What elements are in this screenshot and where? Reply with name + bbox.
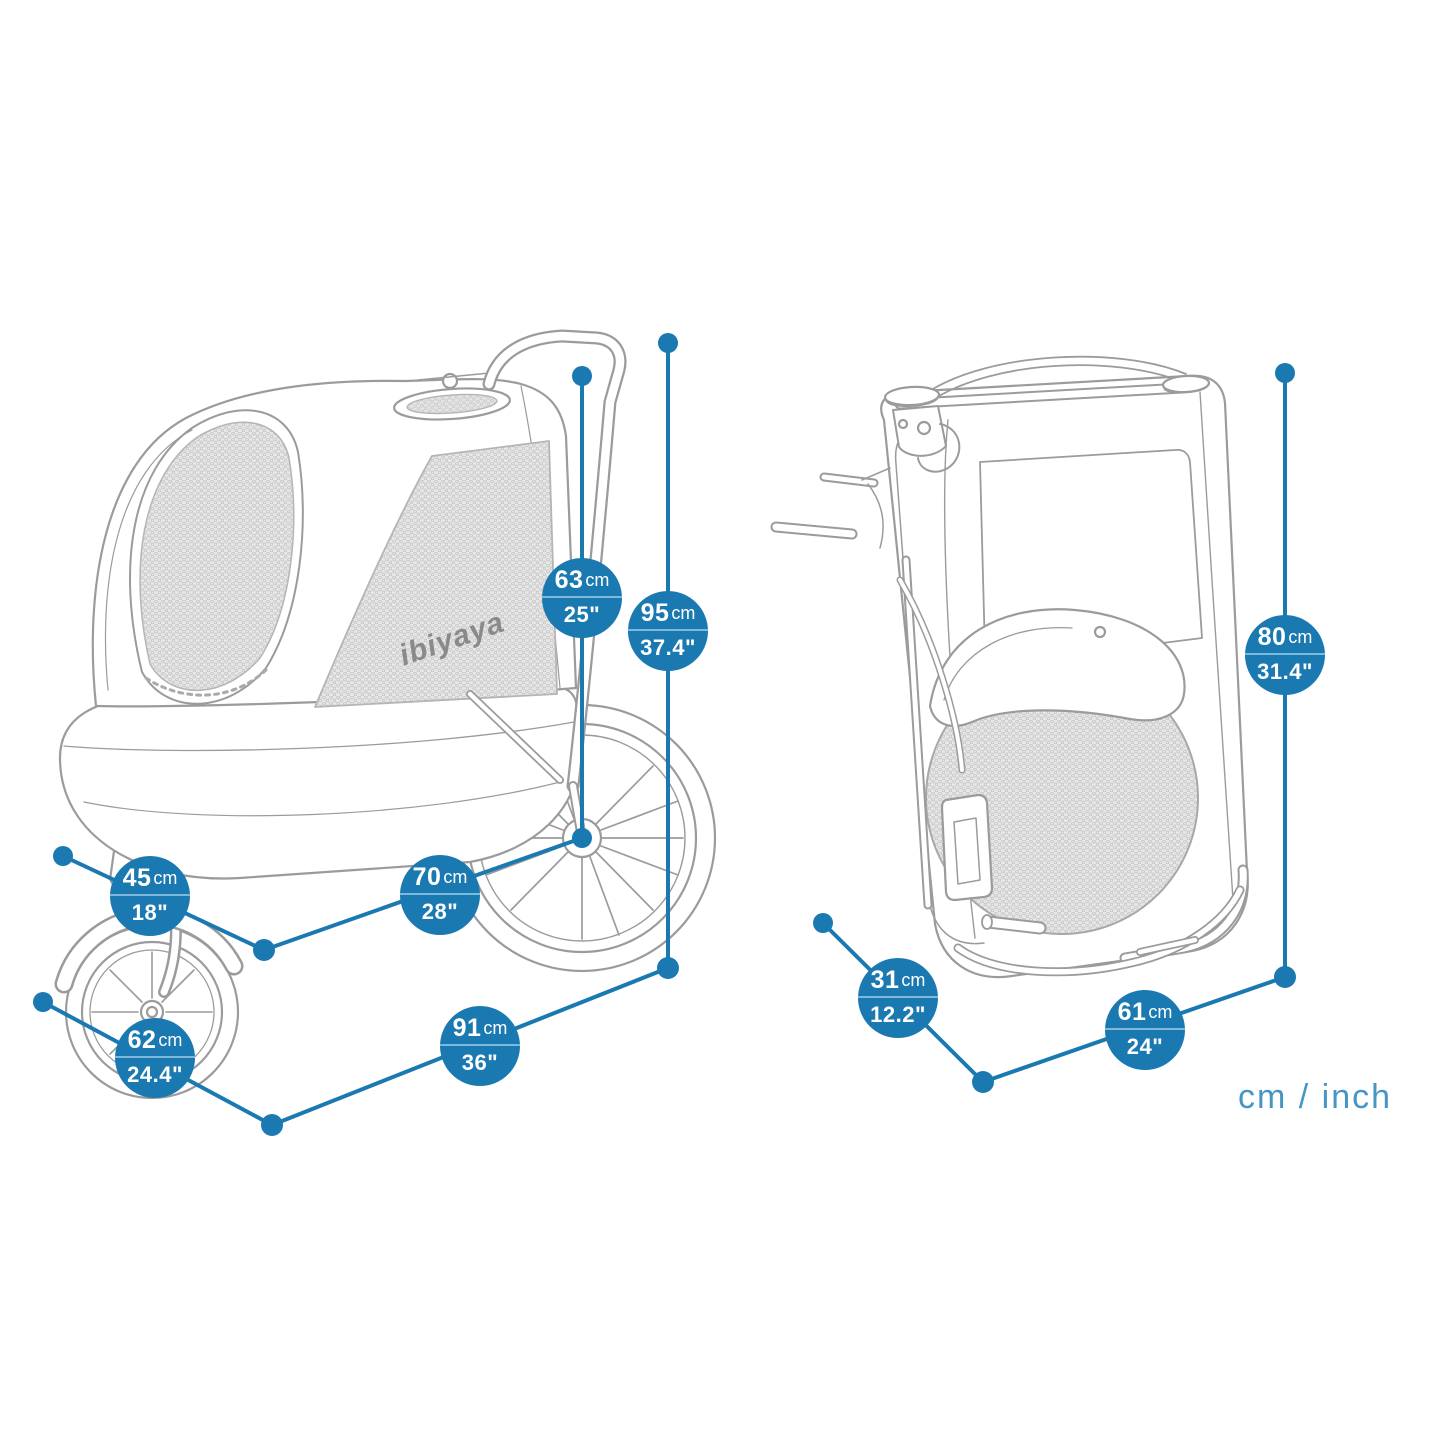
dim-unit-cm: cm — [483, 1017, 508, 1038]
dim-unit-cm: cm — [158, 1029, 183, 1050]
folded-struts — [896, 555, 966, 910]
callout-cm-row: 45 cm — [110, 863, 190, 893]
callout-cm-row: 80 cm — [1245, 622, 1325, 652]
folded-cup-holder — [940, 793, 994, 902]
dim-value-inch: 31.4" — [1257, 659, 1313, 684]
stroller-body — [58, 684, 581, 880]
dim-unit-cm: cm — [585, 569, 610, 590]
callout-wheelbase: 70 cm 28" — [400, 855, 480, 935]
side-mesh-panel — [314, 440, 558, 708]
callout-overall-height: 95 cm 37.4" — [628, 591, 708, 671]
callout-divider — [1105, 1028, 1185, 1030]
callout-handle-height: 63 cm 25" — [542, 558, 622, 638]
dim-value-inch: 36" — [461, 1050, 499, 1075]
callout-folded-width: 61 cm 24" — [1105, 990, 1185, 1070]
dim-value-inch: 24" — [1126, 1034, 1164, 1059]
dim-value-cm: 62 — [127, 1025, 157, 1054]
front-mesh-window — [129, 409, 304, 705]
callout-divider — [542, 596, 622, 598]
dim-unit-cm: cm — [901, 969, 926, 990]
dim-value-inch: 28" — [421, 899, 459, 924]
dim-value-cm: 31 — [870, 965, 900, 994]
dim-value-inch: 12.2" — [870, 1002, 926, 1027]
dim-value-cm: 61 — [1117, 997, 1147, 1026]
folded-handle-bar — [883, 355, 1211, 410]
handle-frame — [466, 329, 627, 843]
dim-value-cm: 63 — [554, 565, 584, 594]
callout-cm-row: 91 cm — [440, 1013, 520, 1043]
callout-divider — [400, 893, 480, 895]
dim-value-cm: 95 — [640, 598, 670, 627]
dim-value-inch: 37.4" — [640, 635, 696, 660]
callout-divider — [628, 629, 708, 631]
callout-divider — [1245, 653, 1325, 655]
dim-value-inch: 24.4" — [127, 1062, 183, 1087]
callout-folded-height: 80 cm 31.4" — [1245, 615, 1325, 695]
callout-divider — [115, 1056, 195, 1058]
callout-cm-row: 31 cm — [858, 965, 938, 995]
folded-bottom-frame — [953, 864, 1249, 977]
callout-cm-row: 63 cm — [542, 565, 622, 595]
dim-value-cm: 91 — [452, 1013, 482, 1042]
dim-unit-cm: cm — [671, 602, 696, 623]
dim-value-cm: 70 — [412, 862, 442, 891]
dim-value-cm: 45 — [122, 863, 152, 892]
callout-front-width: 45 cm 18" — [110, 856, 190, 936]
callout-divider — [858, 996, 938, 998]
callout-folded-depth: 31 cm 12.2" — [858, 958, 938, 1038]
stroller-open-sketch: ibiyaya — [54, 329, 717, 1100]
dim-value-inch: 18" — [131, 900, 169, 925]
callout-cm-row: 95 cm — [628, 598, 708, 628]
callout-cm-row: 70 cm — [400, 862, 480, 892]
callout-overall-length: 91 cm 36" — [440, 1006, 520, 1086]
callout-divider — [440, 1044, 520, 1046]
top-vent-mesh — [393, 371, 511, 421]
stroller-folded-sketch — [770, 355, 1249, 979]
dim-unit-cm: cm — [1148, 1001, 1173, 1022]
dim-unit-cm: cm — [1288, 626, 1313, 647]
folded-prongs — [770, 467, 891, 549]
dim-unit-cm: cm — [443, 866, 468, 887]
dim-value-cm: 80 — [1257, 622, 1287, 651]
units-legend: cm / inch — [1238, 1078, 1393, 1116]
dim-unit-cm: cm — [153, 867, 178, 888]
dim-value-inch: 25" — [563, 602, 601, 627]
callout-track-width: 62 cm 24.4" — [115, 1018, 195, 1098]
folded-seat-flap — [928, 608, 1186, 727]
dimension-endpoints — [33, 333, 1296, 1136]
callout-cm-row: 62 cm — [115, 1025, 195, 1055]
callout-divider — [110, 894, 190, 896]
callout-cm-row: 61 cm — [1105, 997, 1185, 1027]
folded-latch-bracket — [892, 405, 961, 473]
